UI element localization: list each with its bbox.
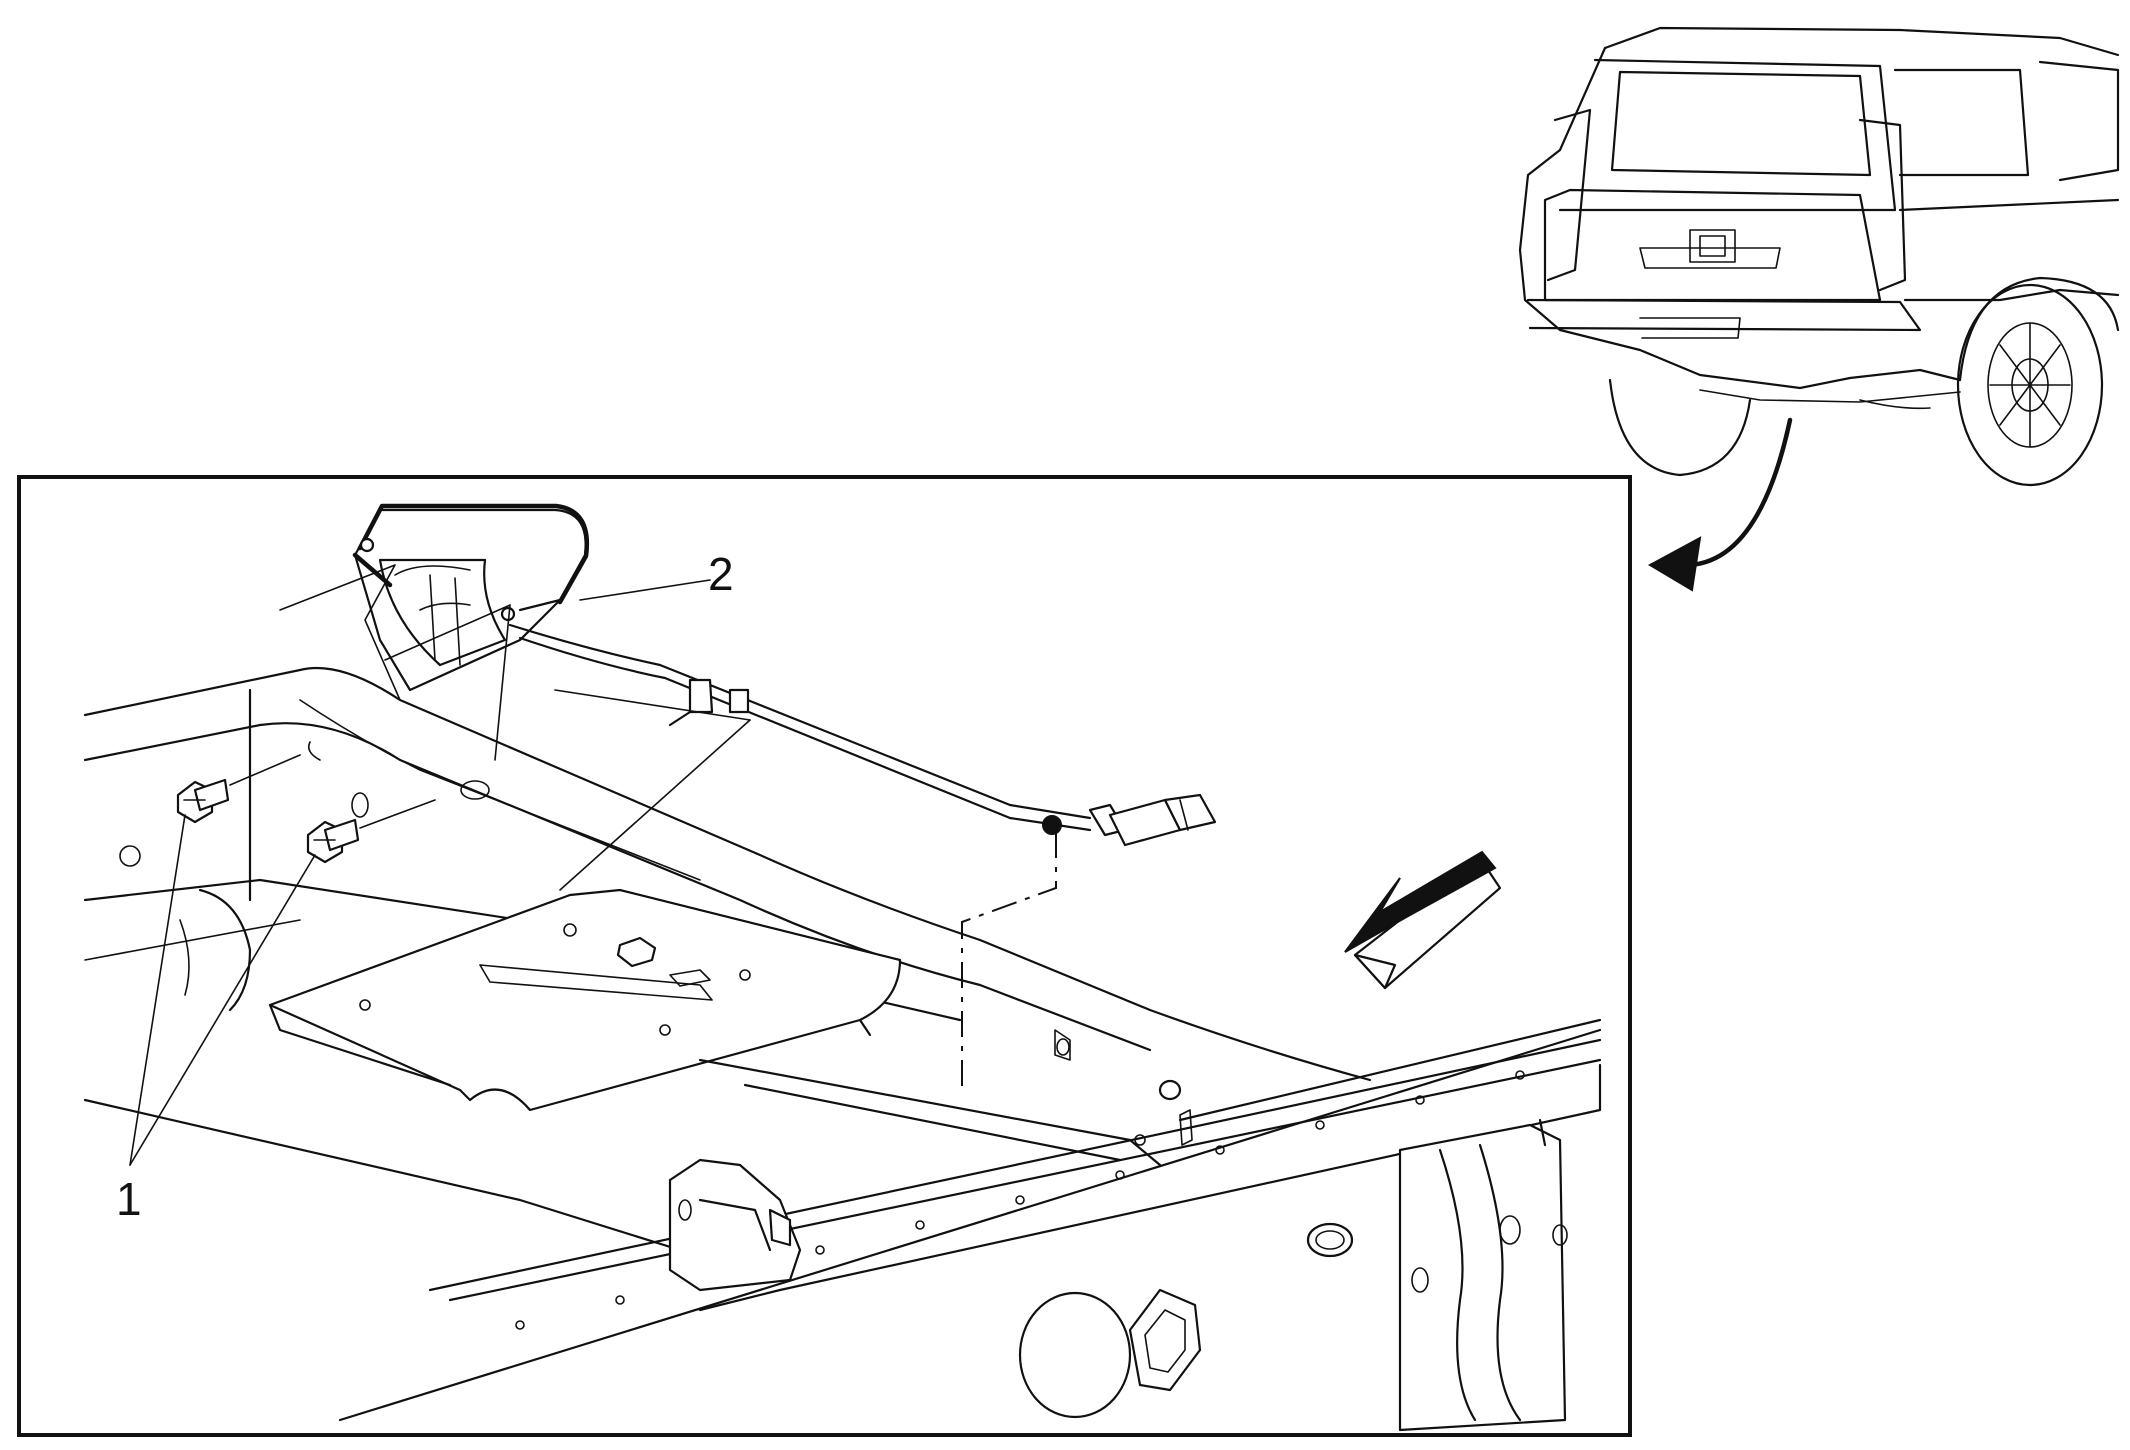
callout-label-2: 2	[708, 548, 734, 600]
detail-view: 2 1	[83, 503, 1602, 1432]
callout-label-1: 1	[116, 1173, 142, 1225]
fastener-1a	[176, 778, 230, 824]
detail-view-frame	[17, 475, 1632, 1437]
vehicle-locator-view	[1518, 26, 2120, 592]
vehicle-forward-arrow-icon	[1344, 850, 1502, 990]
view-direction-arrow-icon	[1687, 417, 1793, 568]
wiring-harness	[508, 623, 1217, 847]
component-2	[352, 503, 590, 692]
fastener-1b	[306, 818, 360, 864]
